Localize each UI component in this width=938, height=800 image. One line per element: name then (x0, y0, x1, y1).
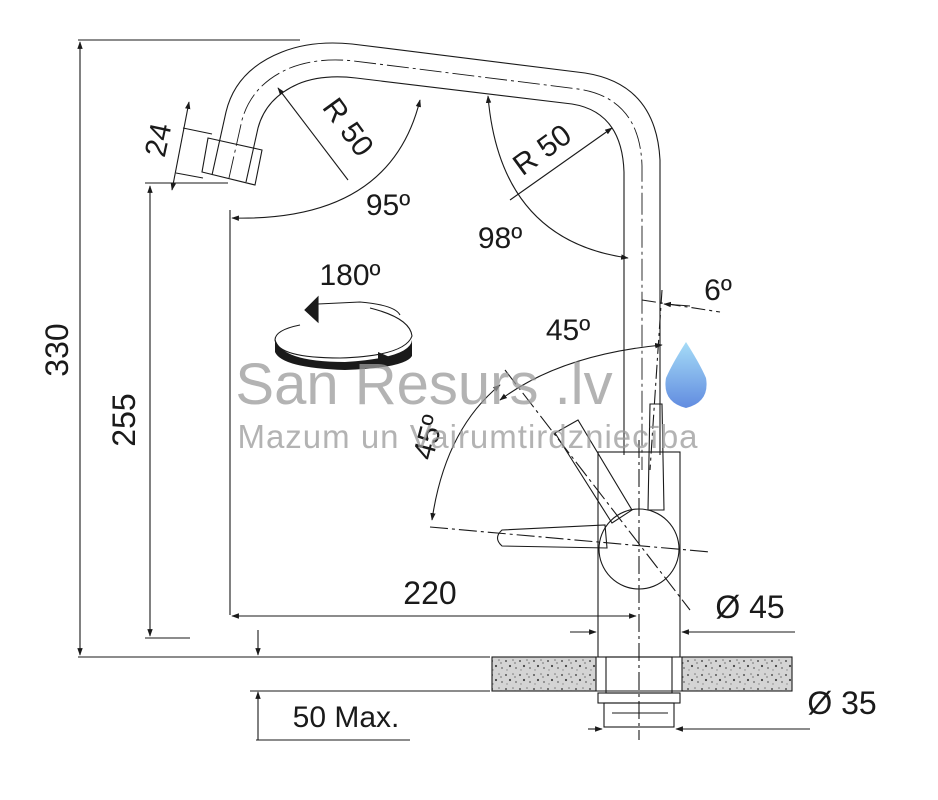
diameter-35-label: Ø 35 (807, 685, 876, 721)
swivel-180-label: 180º (319, 259, 380, 292)
dim-330-label: 330 (39, 323, 75, 376)
watermark-tagline: Mazum un Vairumtirdzniecība (237, 418, 698, 455)
diameter-45-label: Ø 45 (715, 589, 784, 625)
water-drop-icon (665, 342, 707, 408)
swivel-arrow-icon (275, 338, 412, 370)
reach-220-label: 220 (403, 575, 456, 611)
dim-255-label: 255 (106, 393, 142, 446)
dim-24-label: 24 (139, 120, 178, 160)
radius-left-label: R 50 (316, 92, 380, 163)
watermark-brand: San Resurs .lv (235, 352, 612, 417)
tilt-6-label: 6º (704, 274, 732, 307)
radius-right-label: R 50 (507, 118, 578, 182)
max-thickness-label: 50 Max. (293, 701, 400, 734)
angle-98-label: 98º (478, 222, 522, 255)
lever-45-top-label: 45º (546, 314, 590, 347)
angle-95-label: 95º (366, 189, 410, 222)
